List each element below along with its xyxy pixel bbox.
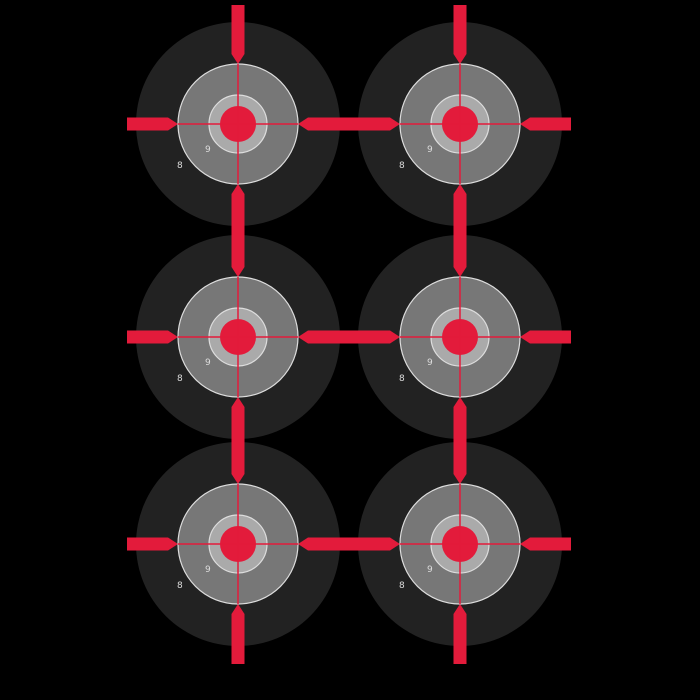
post-vertical: [231, 397, 245, 484]
post-vertical: [453, 397, 467, 484]
ring-label-8: 8: [177, 581, 183, 591]
ring-label-8: 8: [399, 161, 405, 171]
ring-label-8: 8: [399, 581, 405, 591]
ring-label-9: 9: [205, 145, 211, 155]
posts-layer: [127, 5, 571, 664]
post-horizontal: [520, 117, 571, 131]
post-horizontal: [298, 537, 400, 551]
post-horizontal: [127, 537, 178, 551]
post-horizontal: [520, 537, 571, 551]
post-vertical: [453, 184, 467, 277]
post-horizontal: [127, 117, 178, 131]
ring-label-9: 9: [427, 565, 433, 575]
post-vertical: [453, 604, 467, 664]
post-horizontal: [298, 117, 400, 131]
ring-label-9: 9: [427, 358, 433, 368]
ring-label-8: 8: [399, 374, 405, 384]
target-5: 98: [136, 442, 340, 646]
target-4: 98: [358, 235, 562, 439]
target-1: 98: [136, 22, 340, 226]
post-horizontal: [520, 330, 571, 344]
post-vertical: [453, 5, 467, 64]
post-horizontal: [298, 330, 400, 344]
target-2: 98: [358, 22, 562, 226]
ring-label-9: 9: [205, 358, 211, 368]
target-3: 98: [136, 235, 340, 439]
post-vertical: [231, 184, 245, 277]
post-horizontal: [127, 330, 178, 344]
ring-label-8: 8: [177, 374, 183, 384]
target-6: 98: [358, 442, 562, 646]
post-vertical: [231, 604, 245, 664]
ring-label-9: 9: [427, 145, 433, 155]
post-vertical: [231, 5, 245, 64]
ring-label-9: 9: [205, 565, 211, 575]
ring-label-8: 8: [177, 161, 183, 171]
